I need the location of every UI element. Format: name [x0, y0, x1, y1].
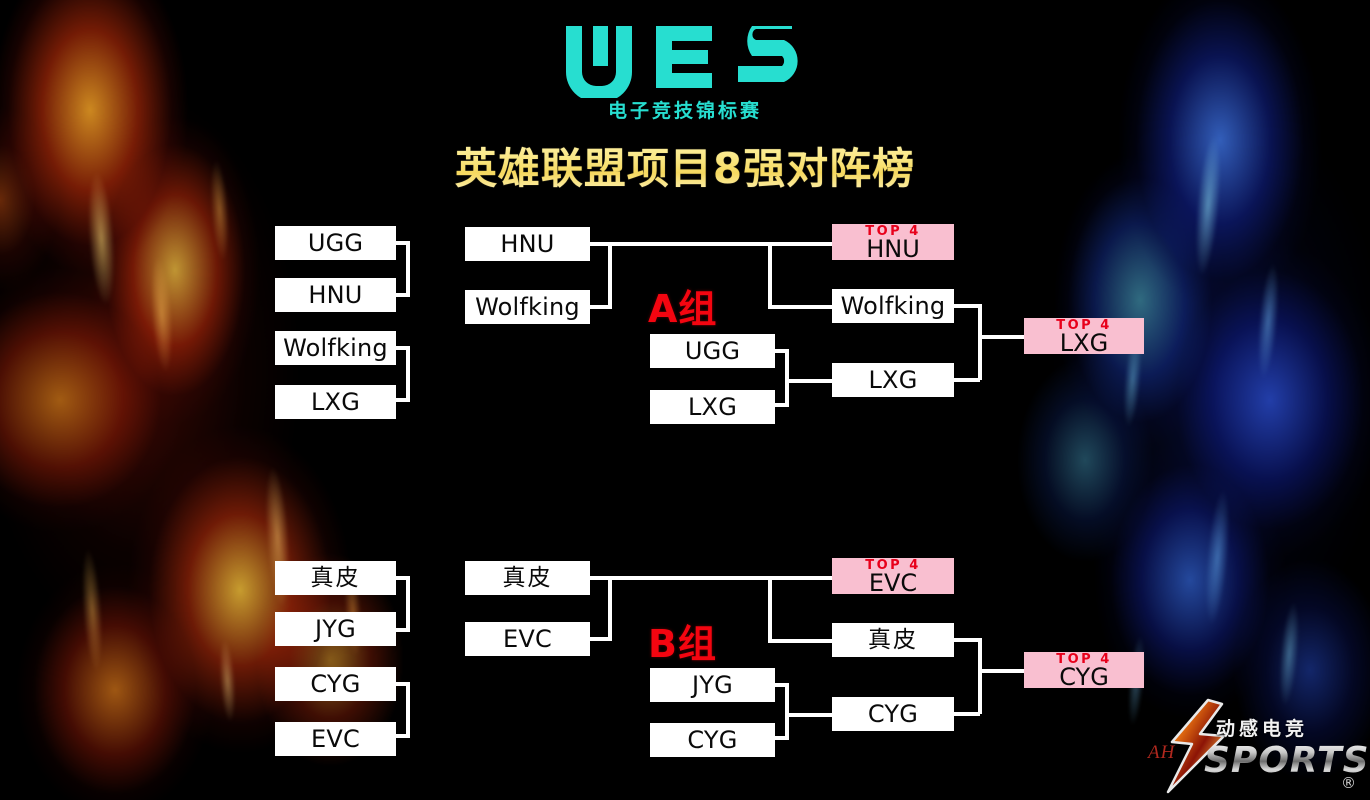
team-box-b-r2-m1-bottom[interactable]: EVC — [465, 622, 590, 656]
connector-a-r2-m2-vertical — [785, 349, 789, 407]
registered-trademark-icon: ® — [1341, 774, 1356, 792]
team-box-a-r2-m2-top[interactable]: UGG — [650, 334, 775, 368]
sponsor-initials: AH — [1148, 742, 1176, 763]
connector-a-sf-vertical — [978, 304, 982, 380]
connector-a-top-rail-to-hnu — [608, 242, 834, 246]
connector-b-rail-to-final — [978, 669, 1026, 673]
team-box-a-r2-m1-top[interactable]: HNU — [465, 227, 590, 261]
top4-team-name: HNU — [866, 235, 920, 260]
connector-b-r2-m2-vertical — [785, 683, 789, 740]
sponsor-cn-name: 动感电竞 — [1216, 718, 1309, 740]
team-box-b-r2-m1-top[interactable]: 真皮 — [465, 561, 590, 595]
connector-a-r1-m2-bottom — [396, 398, 410, 402]
connector-b-sf-top — [954, 638, 980, 642]
top4-team-name: LXG — [1059, 329, 1109, 354]
top4-box-b-cyg-final[interactable]: TOP 4 CYG — [1024, 652, 1144, 688]
connector-b-sf-bottom — [954, 712, 980, 716]
team-box-a-r1-m1-bottom[interactable]: HNU — [275, 278, 396, 312]
connector-a-drop-to-wolfking — [768, 242, 772, 309]
connector-b-r2-m2-bottom — [775, 736, 789, 740]
connector-b-r2-m1-vertical — [608, 576, 612, 639]
team-box-a-r1-m1-top[interactable]: UGG — [275, 226, 396, 260]
connector-a-sf-bottom — [954, 378, 980, 382]
connector-b-r2-m1-top — [590, 576, 612, 580]
team-box-a-r1-m2-top[interactable]: Wolfking — [275, 331, 396, 365]
team-box-b-r2-m2-bottom[interactable]: CYG — [650, 723, 775, 757]
team-box-a-sf-wolfking[interactable]: Wolfking — [832, 289, 954, 323]
connector-b-drop-to-zhenpi — [768, 576, 772, 643]
team-box-b-r1-m1-top[interactable]: 真皮 — [275, 561, 396, 595]
page-title: 英雄联盟项目8强对阵榜 — [0, 135, 1370, 196]
connector-a-r1-m1-bottom — [396, 293, 410, 297]
sponsor-logo: AH 动感电竞 SPORTS ® — [1132, 698, 1369, 794]
connector-b-rail-to-cyg — [785, 713, 834, 717]
connector-b-r1-m2-vertical — [406, 682, 410, 738]
team-box-b-r2-m2-top[interactable]: JYG — [650, 668, 775, 702]
team-box-b-sf-zhenpi[interactable]: 真皮 — [832, 623, 954, 657]
group-a-label: A组 — [648, 287, 718, 331]
connector-b-r1-m2-bottom — [396, 734, 410, 738]
team-box-b-r1-m1-bottom[interactable]: JYG — [275, 612, 396, 646]
connector-a-r2-m2-top — [775, 349, 789, 353]
connector-a-sf-top — [954, 304, 980, 308]
wes-subtitle: 电子竞技锦标赛 — [607, 100, 762, 122]
connector-a-rail-to-lxg — [785, 379, 834, 383]
connector-a-r2-m1-top — [590, 242, 612, 246]
connector-a-r1-m1-vertical — [406, 241, 410, 297]
team-box-b-r1-m2-top[interactable]: CYG — [275, 667, 396, 701]
connector-a-r2-m2-bottom — [775, 403, 789, 407]
connector-a-rail-to-wolfking — [768, 305, 834, 309]
top4-box-a-lxg-final[interactable]: TOP 4 LXG — [1024, 318, 1144, 354]
team-box-a-r1-m2-bottom[interactable]: LXG — [275, 385, 396, 419]
team-box-a-sf-lxg[interactable]: LXG — [832, 363, 954, 397]
wes-logo-icon — [0, 22, 1370, 98]
poster-header: 电子竞技锦标赛 英雄联盟项目8强对阵榜 — [0, 0, 1370, 196]
connector-a-rail-to-final — [978, 335, 1026, 339]
connector-b-sf-vertical — [978, 638, 982, 714]
team-box-a-r2-m2-bottom[interactable]: LXG — [650, 390, 775, 424]
team-box-b-r1-m2-bottom[interactable]: EVC — [275, 722, 396, 756]
top4-team-name: CYG — [1059, 663, 1109, 688]
top4-box-b-evc[interactable]: TOP 4 EVC — [832, 558, 954, 594]
team-box-b-sf-cyg[interactable]: CYG — [832, 697, 954, 731]
connector-a-r2-m1-vertical — [608, 242, 612, 307]
top4-team-name: EVC — [868, 569, 918, 594]
top4-box-a-hnu[interactable]: TOP 4 HNU — [832, 224, 954, 260]
connector-b-top-rail-to-evc — [608, 576, 834, 580]
connector-b-r1-m1-vertical — [406, 576, 410, 632]
group-b-label: B组 — [648, 622, 717, 666]
connector-b-r2-m2-top — [775, 683, 789, 687]
connector-a-r2-m1-bottom — [590, 305, 612, 309]
connector-b-rail-to-zhenpi — [768, 639, 834, 643]
team-box-a-r2-m1-bottom[interactable]: Wolfking — [465, 290, 590, 324]
connector-b-r1-m1-bottom — [396, 628, 410, 632]
connector-a-r1-m2-vertical — [406, 346, 410, 402]
connector-b-r2-m1-bottom — [590, 637, 612, 641]
